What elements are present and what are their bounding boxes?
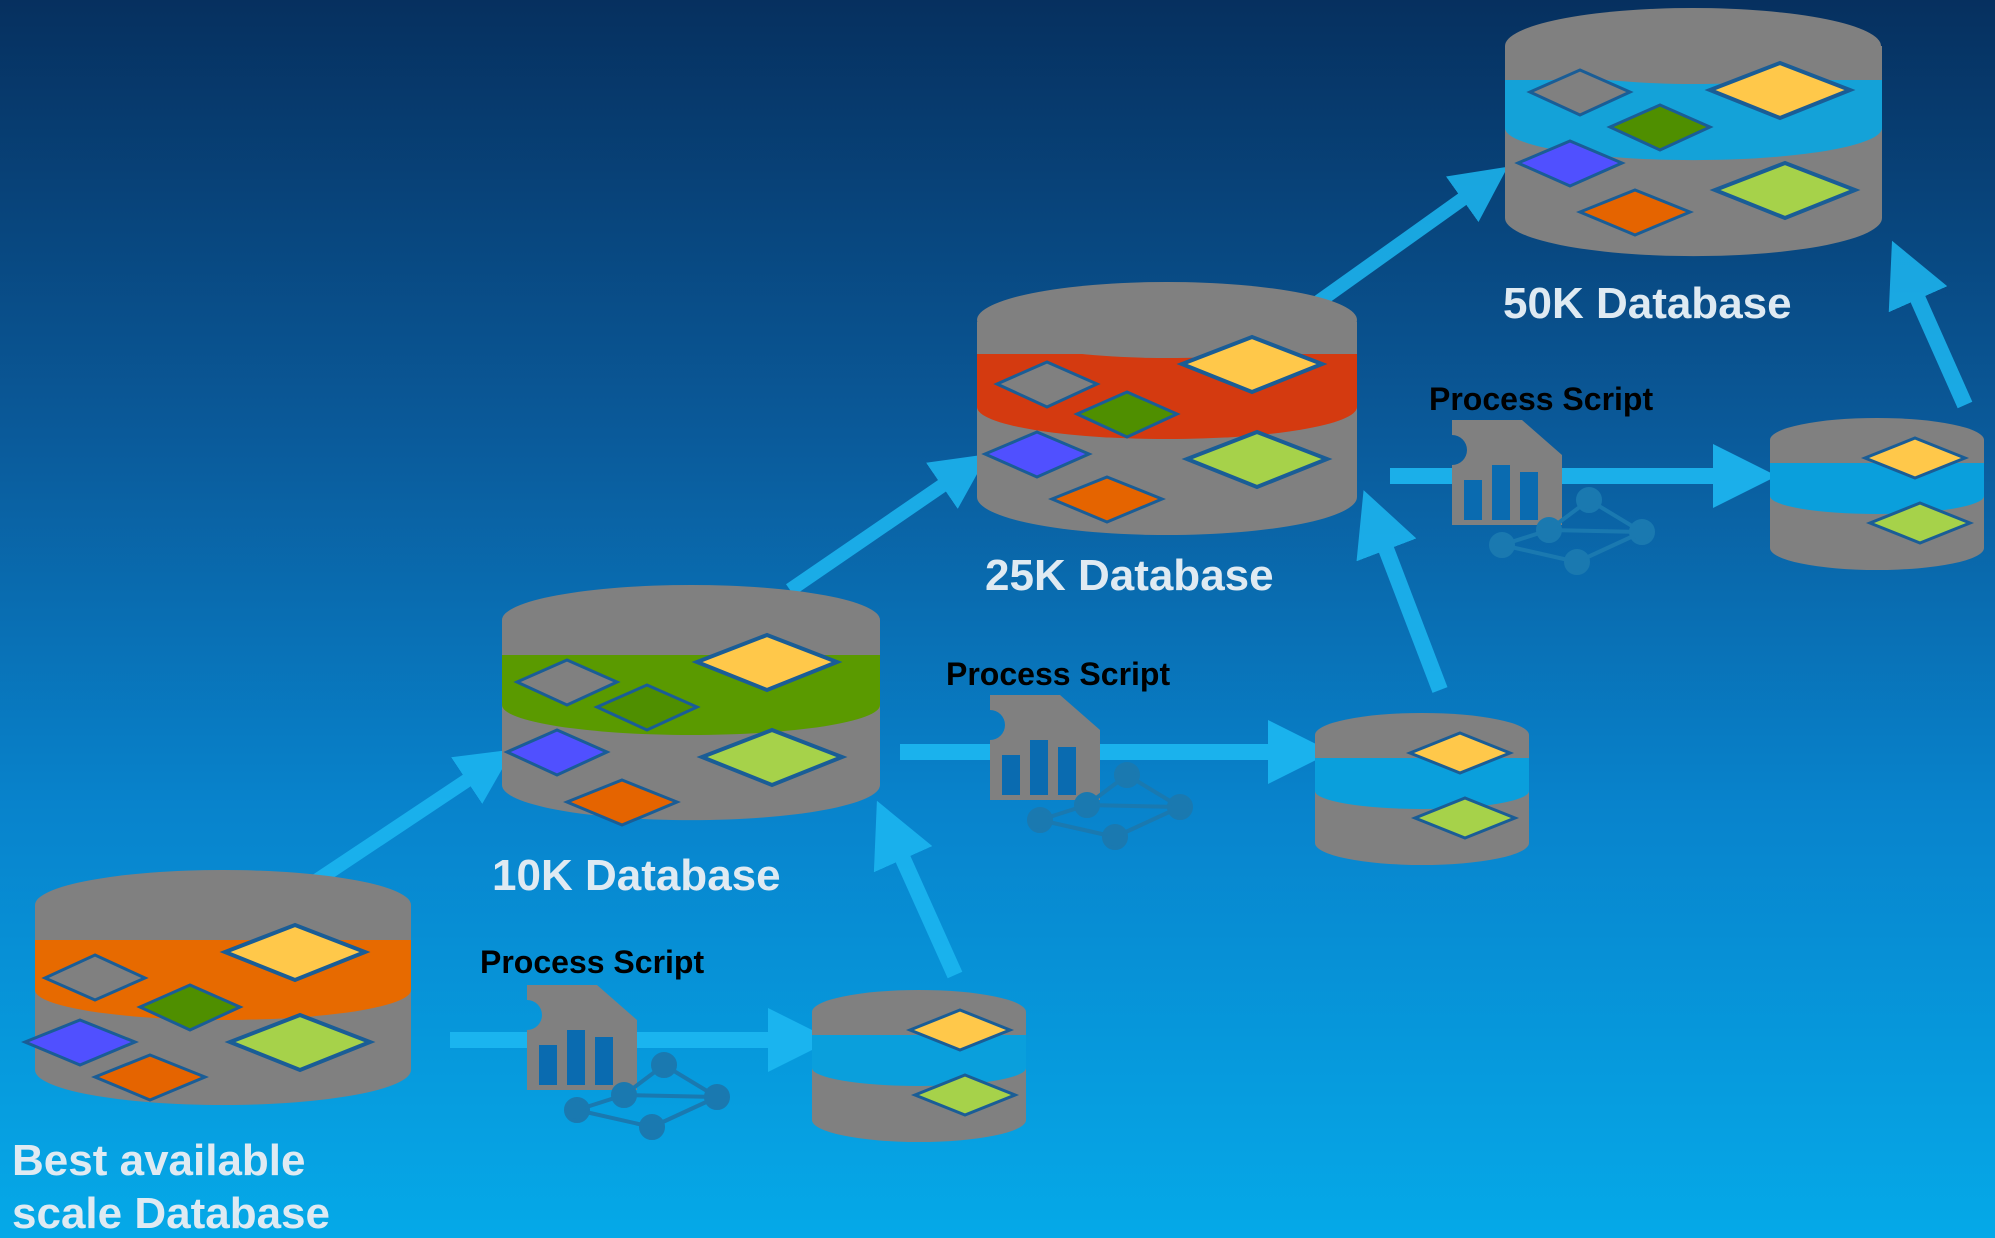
network-graph-icon (1489, 487, 1655, 575)
process-script-2 (990, 695, 1193, 850)
database-top (502, 585, 880, 655)
database-best-available (21, 870, 411, 1105)
layer-diamonds (503, 632, 848, 827)
database-top (35, 870, 411, 940)
arrow-icon (873, 800, 963, 979)
label-best-line1: Best available (12, 1136, 306, 1185)
database-top (977, 282, 1357, 358)
label-best-line2: scale Database (12, 1189, 330, 1238)
arrow-icon (1295, 166, 1508, 321)
database-small-3 (1770, 418, 1984, 570)
process-script-icon (1452, 420, 1562, 525)
arrow-icon (1888, 240, 1973, 409)
database-50k (1505, 8, 1882, 257)
network-graph-icon (1027, 762, 1193, 850)
label-process-script-2: Process Script (946, 656, 1170, 692)
network-graph-icon (564, 1052, 730, 1140)
layer-diamonds (21, 922, 376, 1102)
database-band (1770, 463, 1984, 514)
layer-diamonds (1514, 60, 1861, 237)
database-top (1505, 8, 1881, 84)
label-process-script-1: Process Script (480, 944, 704, 980)
process-script-icon (527, 985, 637, 1090)
label-50k-database: 50K Database (1503, 279, 1792, 328)
label-10k-database: 10K Database (492, 851, 781, 900)
database-10k (502, 585, 880, 827)
process-script-icon (990, 695, 1100, 800)
layer-diamonds (981, 334, 1333, 524)
database-small-1 (812, 990, 1026, 1142)
database-band (1315, 758, 1529, 809)
database-small-2 (1315, 713, 1529, 865)
label-25k-database: 25K Database (985, 551, 1274, 600)
database-band (812, 1035, 1026, 1086)
arrow-icon (786, 454, 989, 596)
arrow-icon (306, 749, 514, 891)
label-process-script-3: Process Script (1429, 381, 1653, 417)
database-25k (977, 282, 1357, 535)
process-script-1 (527, 985, 730, 1140)
arrow-icon (1356, 490, 1448, 693)
process-script-3 (1452, 420, 1655, 575)
